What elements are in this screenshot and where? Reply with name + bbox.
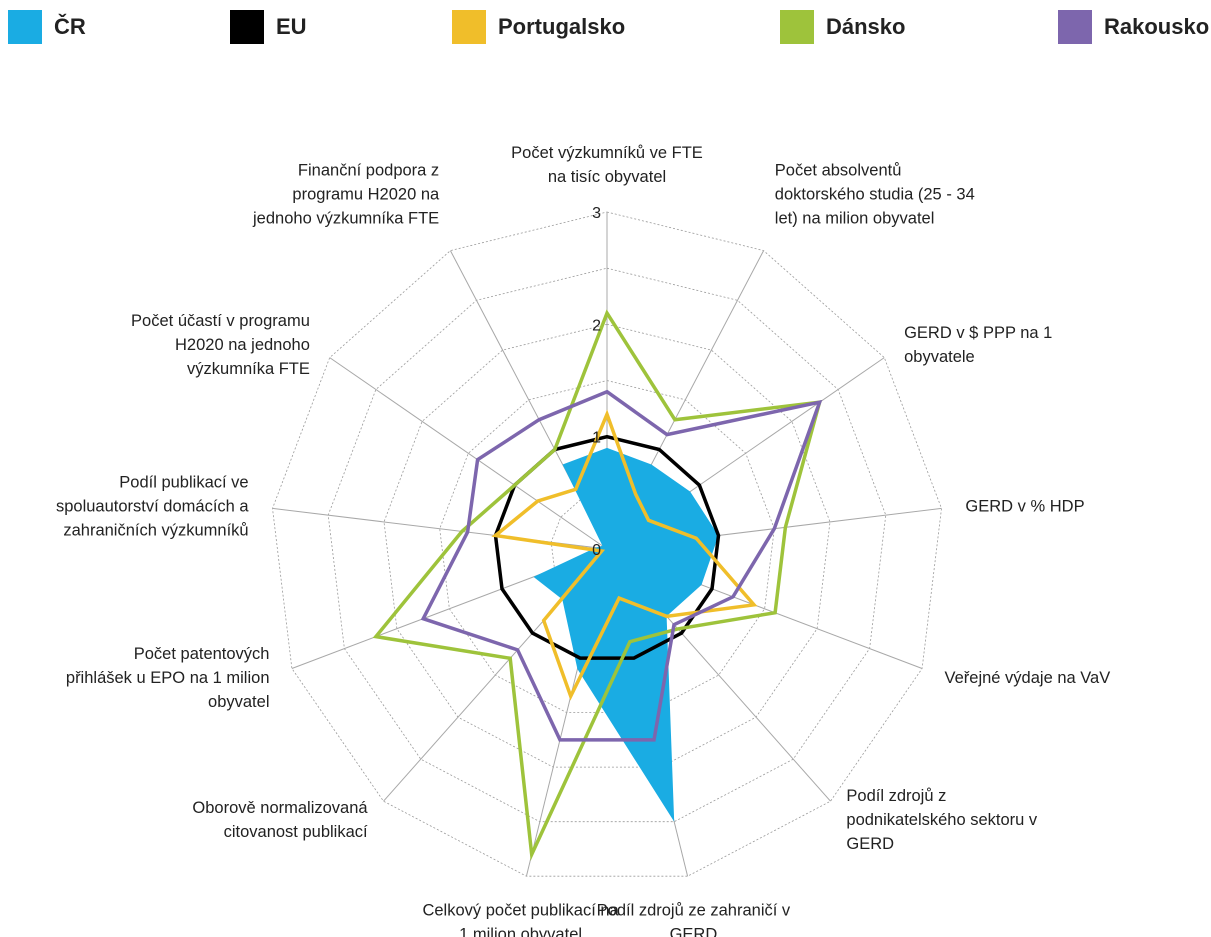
- radial-tick-label: 1: [592, 430, 601, 447]
- legend-label-rakousko: Rakousko: [1104, 14, 1210, 39]
- axis-label-line: Oborově normalizovaná: [192, 799, 368, 817]
- radial-tick-label: 3: [592, 205, 601, 222]
- axis-label-line: GERD: [670, 926, 718, 937]
- series-rakousko: [420, 389, 823, 742]
- axis-label-line: citovanost publikací: [224, 823, 368, 841]
- legend-swatch-dansko: [780, 10, 814, 44]
- axis-label: Podíl zdrojů ze zahraničí v GERD: [597, 902, 791, 937]
- legend-swatch-cr: [8, 10, 42, 44]
- axis-label-line: spoluautorství domácích a: [56, 498, 249, 516]
- axis-label: Podíl publikací ve spoluautorství domácíc…: [56, 474, 249, 540]
- legend-swatch-eu: [230, 10, 264, 44]
- axis-label-line: na tisíc obyvatel: [548, 168, 666, 186]
- axis-label-line: výzkumníka FTE: [187, 360, 310, 378]
- axis-label-line: Podíl publikací ve: [119, 474, 248, 492]
- axis-label: Počet výzkumníků ve FTE na tisíc obyvatel: [511, 144, 703, 186]
- axis-label-line: Veřejné výdaje na VaV: [945, 669, 1111, 687]
- grid-ring: [272, 211, 942, 877]
- radial-tick-label: 2: [592, 317, 601, 334]
- legend-swatch-rakousko: [1058, 10, 1092, 44]
- axis-spoke: [329, 357, 608, 550]
- axis-label-line: let) na milion obyvatel: [775, 209, 935, 227]
- legend-label-portugalsko: Portugalsko: [498, 14, 626, 39]
- axis-label-line: H2020 na jednoho: [175, 336, 310, 354]
- legend-label-cr: ČR: [54, 14, 86, 39]
- axis-label-line: Podíl zdrojů z: [846, 787, 946, 805]
- axis-label-line: GERD: [846, 835, 894, 853]
- radial-ticks: 0 1 2 3: [592, 205, 601, 559]
- axis-label-line: Počet patentových: [134, 645, 270, 663]
- legend-swatch-portugalsko: [452, 10, 486, 44]
- legend-item-eu: EU: [230, 10, 307, 44]
- legend-item-portugalsko: Portugalsko: [452, 10, 625, 44]
- axis-label-line: přihlášek u EPO na 1 milion: [66, 669, 270, 687]
- axis-label-line: jednoho výzkumníka FTE: [252, 209, 439, 227]
- axis-label-line: Počet absolventů: [775, 161, 902, 179]
- axis-label-line: GERD v % HDP: [965, 498, 1084, 516]
- axis-label-line: Počet účastí v programu: [131, 312, 310, 330]
- axis-label-line: Podíl zdrojů ze zahraničí v: [597, 902, 791, 920]
- legend-item-dansko: Dánsko: [780, 10, 905, 44]
- axis-label: Finanční podpora z programu H2020 na jedno…: [252, 161, 440, 227]
- axis-label-line: obyvatel: [208, 693, 269, 711]
- series-cr: [533, 447, 719, 822]
- legend-label-eu: EU: [276, 14, 307, 39]
- axis-label-line: zahraničních výzkumníků: [63, 522, 248, 540]
- axis-label: Veřejné výdaje na VaV: [945, 669, 1111, 687]
- axis-label-line: 1 milion obyvatel: [459, 926, 582, 937]
- radial-tick-label: 0: [592, 542, 601, 559]
- grid-ring: [383, 323, 831, 768]
- series-portugalsko: [491, 409, 758, 701]
- axis-label-line: doktorského studia (25 - 34: [775, 185, 975, 203]
- axis-label: Celkový počet publikací na 1 milion obyva…: [422, 902, 619, 937]
- axis-label: GERD v % HDP: [965, 498, 1084, 516]
- series-eu: [493, 434, 721, 660]
- legend-item-cr: ČR: [8, 10, 86, 44]
- axis-label: Podíl zdrojů z podnikatelského sektoru v G…: [846, 787, 1038, 853]
- axis-label-line: Počet výzkumníků ve FTE: [511, 144, 703, 162]
- axis-label-line: programu H2020 na: [292, 185, 440, 203]
- grid-ring: [327, 267, 887, 823]
- radar-series: [372, 309, 823, 861]
- axis-label: Počet patentových přihlášek u EPO na 1 mi…: [66, 645, 270, 711]
- axis-label-line: podnikatelského sektoru v: [846, 811, 1038, 829]
- axis-label-line: Finanční podpora z: [298, 161, 439, 179]
- axis-label-line: GERD v $ PPP na 1: [904, 324, 1052, 342]
- chart-legend: ČR EU Portugalsko Dánsko Rakousko: [0, 10, 1211, 50]
- axis-label: Počet absolventů doktorského studia (25 -…: [775, 161, 975, 227]
- legend-label-dansko: Dánsko: [826, 14, 906, 39]
- axis-label: Oborově normalizovaná citovanost publikac…: [192, 799, 368, 841]
- axis-label: GERD v $ PPP na 1 obyvatele: [904, 324, 1052, 366]
- axis-label-line: Celkový počet publikací na: [422, 902, 619, 920]
- axis-label-line: obyvatele: [904, 348, 975, 366]
- axis-labels: Počet výzkumníků ve FTE na tisíc obyvatel…: [56, 144, 1110, 937]
- legend-item-rakousko: Rakousko: [1058, 10, 1209, 44]
